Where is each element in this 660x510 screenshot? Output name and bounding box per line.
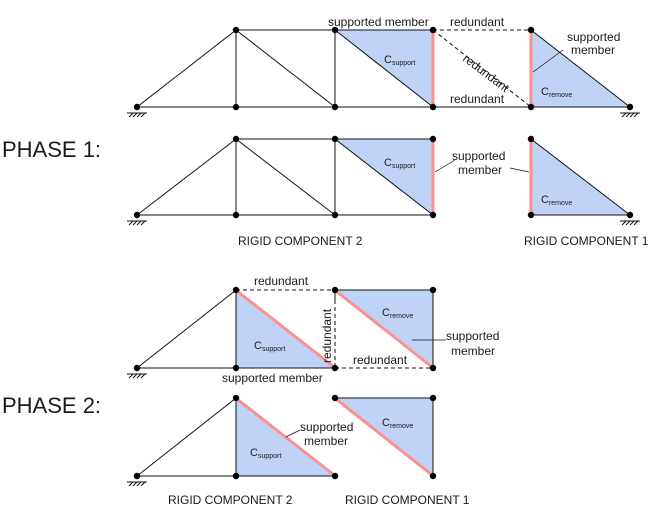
c-support-label: Csupport — [384, 54, 415, 67]
truss-member — [334, 138, 434, 216]
supported-label: supported — [567, 30, 620, 44]
member-label: member — [571, 43, 615, 57]
member-label: member — [458, 163, 502, 177]
supported-member-line — [335, 289, 433, 369]
redundant-label: redundant — [353, 353, 408, 367]
c-support-label: Csupport — [250, 447, 281, 460]
truss-member — [136, 29, 237, 108]
truss-member — [235, 29, 336, 108]
ground-support — [127, 481, 147, 487]
truss-member — [235, 138, 336, 216]
supported-label: supported — [446, 329, 499, 343]
redundant-label: redundant — [450, 92, 505, 106]
truss-member — [530, 138, 631, 216]
truss-member — [530, 29, 631, 108]
c-remove-label: Cremove — [541, 86, 572, 99]
truss-member — [136, 397, 237, 477]
supported-label: supported — [452, 149, 505, 163]
leader-line — [509, 167, 530, 173]
c-support-label: Csupport — [384, 157, 415, 170]
c-remove-label: Cremove — [382, 307, 413, 320]
ground-support — [127, 220, 147, 226]
leader-line — [285, 429, 301, 438]
joints — [133, 26, 634, 111]
c-remove-label: Cremove — [382, 417, 413, 430]
supported-member-line — [236, 397, 335, 477]
c-support-label: Csupport — [254, 340, 285, 353]
truss-member — [136, 138, 237, 216]
phase2-full-truss: redundant redundant redundant supported … — [127, 274, 499, 385]
supported-member-line — [236, 289, 335, 369]
phase1-separated-components: supported member Csupport Cremove RIGID … — [127, 135, 649, 248]
ground-support — [127, 373, 147, 379]
supported-member-label: supported member — [328, 15, 429, 29]
ground-support — [127, 112, 147, 118]
phase-2-label: PHASE 2: — [2, 393, 101, 418]
redundant-label: redundant — [460, 51, 512, 95]
supported-member-label: supported member — [222, 371, 323, 385]
joints — [133, 286, 437, 372]
ground-support — [620, 220, 640, 226]
redundant-label: redundant — [254, 274, 309, 288]
redundant-label: redundant — [320, 308, 334, 363]
joints — [133, 394, 437, 480]
phase-1-label: PHASE 1: — [2, 137, 101, 162]
rigid-component-1-label: RIGID COMPONENT 1 — [524, 234, 649, 248]
member-label: member — [304, 434, 348, 448]
supported-label: supported — [300, 420, 353, 434]
leader-line — [532, 49, 564, 73]
supported-member-line — [335, 397, 433, 477]
ground-support — [620, 112, 640, 118]
phase1-full-truss: supported member redundant redundant red… — [127, 15, 640, 118]
c-remove-label: Cremove — [541, 194, 572, 207]
leader-line — [434, 159, 456, 173]
member-label: member — [451, 344, 495, 358]
rigid-component-2-label: RIGID COMPONENT 2 — [168, 493, 293, 507]
truss-member — [136, 289, 237, 369]
truss-member — [334, 29, 434, 108]
joints — [133, 135, 634, 219]
redundant-label: redundant — [450, 15, 505, 29]
rigid-component-1-label: RIGID COMPONENT 1 — [345, 493, 470, 507]
phase2-separated-components: supported member Csupport Cremove RIGID … — [127, 394, 470, 507]
rigid-component-2-label: RIGID COMPONENT 2 — [238, 234, 363, 248]
